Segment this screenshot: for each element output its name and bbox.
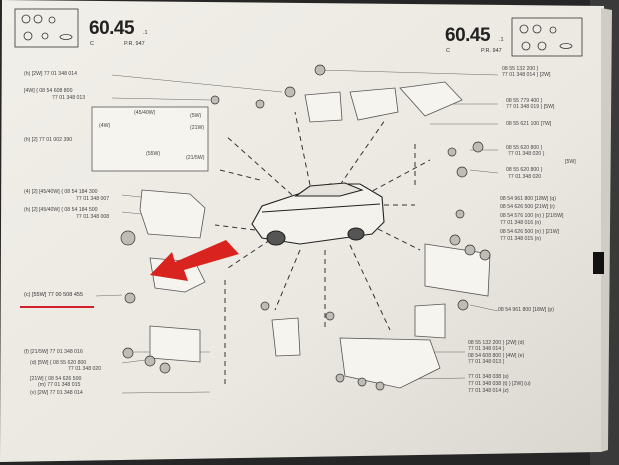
callout-right: 77 01 348 019 } [5W] [506, 104, 555, 110]
callout-right: 08 54 626 500 (n) } [21W] [500, 229, 560, 235]
page-code-right: C [446, 48, 450, 54]
callout-right: 08 55 621 100 [7W] [506, 121, 552, 127]
edge-tab [593, 252, 604, 274]
callout-right: 08 55 132 200 } [2W] (d) [468, 340, 525, 346]
callout-left: (h) [2] 77 01 002 390 [24, 137, 73, 143]
callout-right: 77 01 348 014 (z) [468, 388, 509, 394]
car-drawing [251, 182, 385, 246]
callout-left: 77 01 348 013 [52, 95, 86, 101]
callout-right: 77 01 348 014 } [468, 346, 505, 352]
callout-left: [21W] { 08 54 626 500 [30, 376, 82, 382]
callout-right: 77 01 348 020 [508, 174, 542, 180]
page-number-right: 60.45 [445, 25, 491, 46]
bulb-glyphs [120, 64, 491, 391]
callout-left: (v) [2W] 77 01 348 014 [30, 390, 83, 396]
callout-right: 08 54 626 500 [21W] (r) [500, 204, 555, 210]
callout-right: 08 55 620 800 } [506, 145, 543, 151]
underline-highlight [20, 306, 94, 308]
callout-right: 77 01 348 013 } [468, 359, 505, 365]
page-suffix-right: .1 [499, 37, 504, 43]
page-ref-left: P.R. 947 [124, 41, 145, 47]
callout-right: 77 01 348 014 } [2W] [502, 72, 551, 78]
callout-left: (5W) [190, 113, 202, 119]
bulb-icon-box-right [511, 17, 583, 57]
callout-highlighted: (c) [55W] 77 00 508 455 [24, 292, 84, 298]
callout-right: 08 54 961 800 [18W] (q) [500, 196, 556, 202]
callout-right: 08 55 779 400 } [506, 98, 543, 104]
callout-right: 77 01 348 020 } [508, 151, 545, 157]
callout-right: 08 55 620 800 } [506, 167, 543, 173]
callout-left: 77 01 348 008 [76, 214, 110, 220]
page-ref-right: P.R. 947 [481, 48, 502, 54]
callout-left: (m) 77 01 348 015 [38, 382, 81, 388]
callout-right: 77 01 348 015 (n) [500, 236, 541, 242]
bulb-icon-box-left [14, 8, 79, 48]
callout-left: (45/40W) [134, 110, 156, 116]
callout-right: 08 54 961 800 [18W] (p) [498, 307, 554, 313]
callout-left: (4) [2] [45/40W] { 08 54 184 300 [24, 189, 98, 195]
page-number-left: 60.45 [89, 18, 135, 39]
callout-left: (d) [5W] { 08 55 620 800 [30, 360, 87, 366]
dashed-guides [214, 111, 431, 385]
callout-left: (21W) [190, 125, 205, 131]
red-arrow [150, 240, 239, 281]
page-code-left: C [90, 41, 94, 47]
callout-left: [4W] { 08 54 608 800 [24, 88, 73, 94]
callout-left: (21/5W) [186, 155, 205, 161]
callout-left: (4W) [99, 123, 111, 129]
callout-right: 08 54 576 100 (n) } [21/5W] [500, 213, 564, 219]
callout-left: 77 01 348 007 [76, 196, 110, 202]
callout-right: [5W] [565, 159, 576, 165]
callout-left: (h) [2] [45/40W] { 08 54 184 500 [24, 207, 98, 213]
callout-right: 08 55 132 200 } [502, 66, 539, 72]
callout-right: 77 01 348 038 (t) } [2W] (u) [468, 381, 531, 387]
callout-left: (f) [21/5W] 77 01 348 016 [24, 349, 83, 355]
page-suffix-left: .1 [143, 30, 148, 36]
leader-lines [93, 69, 499, 394]
callout-left: 77 01 348 020 [68, 366, 102, 372]
callout-left: (55W) [146, 151, 161, 157]
callout-left: (h) [2W] 77 01 348 014 [24, 71, 78, 77]
callout-right: 08 54 608 800 } [4W] (e) [468, 353, 525, 359]
callout-right: 77 01 348 038 (s) [468, 374, 509, 380]
callout-right: 77 01 348 016 (n) [500, 220, 541, 226]
